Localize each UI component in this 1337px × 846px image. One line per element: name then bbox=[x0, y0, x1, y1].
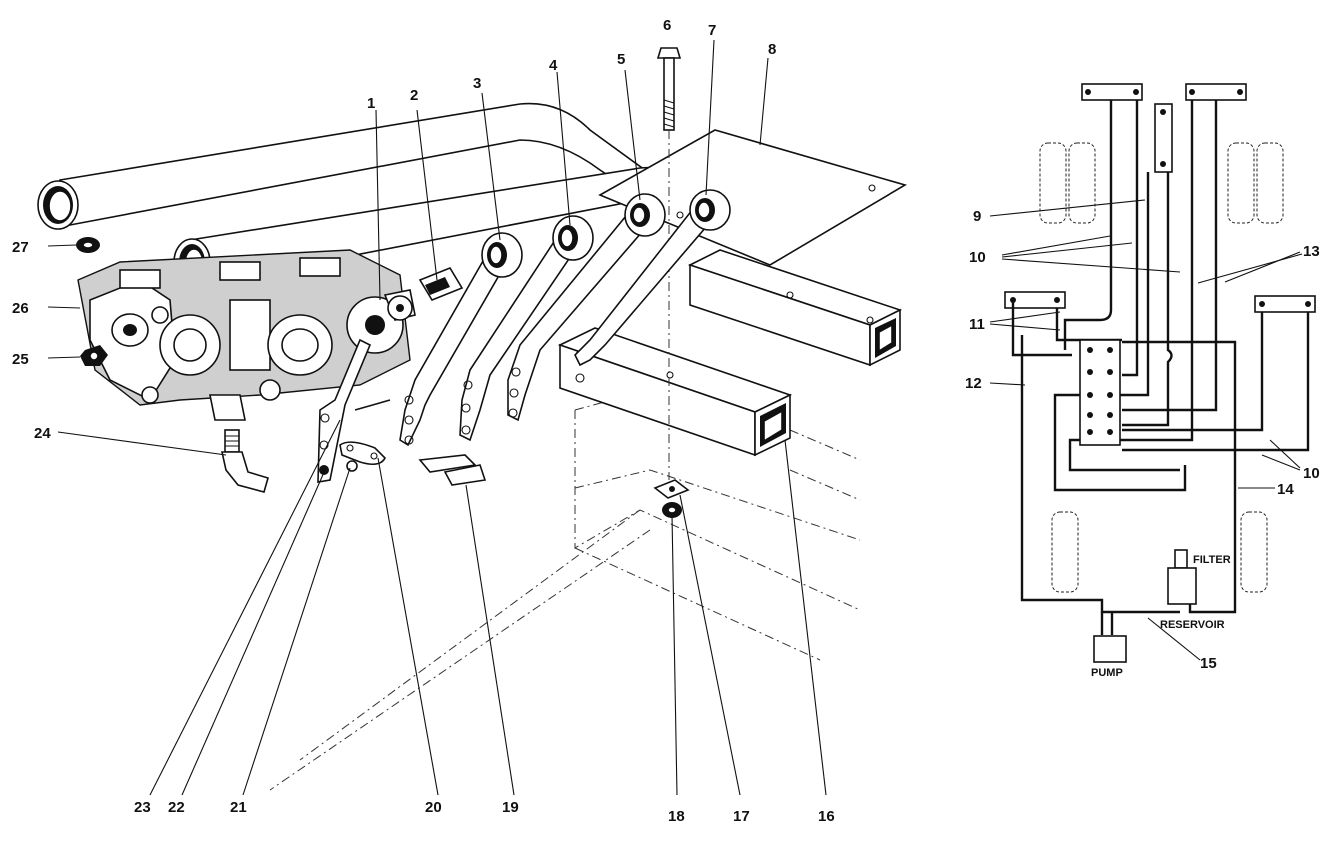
tire-outline bbox=[1051, 511, 1079, 593]
filter-label: FILTER bbox=[1193, 554, 1231, 566]
frame-phantom-lines bbox=[269, 394, 861, 791]
pump-box bbox=[1093, 635, 1127, 663]
tire-outline bbox=[1240, 511, 1268, 593]
part-callouts: 1 2 3 4 5 6 7 8 27 26 25 24 23 22 21 20 … bbox=[12, 17, 835, 825]
tire-outline bbox=[1068, 142, 1096, 224]
bolt bbox=[656, 47, 682, 480]
callout-24: 24 bbox=[34, 425, 51, 442]
callout-9: 9 bbox=[973, 208, 981, 225]
filter-cap bbox=[1174, 549, 1188, 569]
callout-20: 20 bbox=[425, 799, 442, 816]
callout-10-right: 10 bbox=[1303, 465, 1320, 482]
callout-13: 13 bbox=[1303, 243, 1320, 260]
callout-6: 6 bbox=[663, 17, 671, 34]
callout-4: 4 bbox=[549, 57, 558, 74]
callout-12: 12 bbox=[965, 375, 982, 392]
callout-18: 18 bbox=[668, 808, 685, 825]
cylinder-mid-right bbox=[1254, 295, 1316, 313]
reservoir-label: RESERVOIR bbox=[1160, 619, 1225, 631]
callout-23: 23 bbox=[134, 799, 151, 816]
callout-15: 15 bbox=[1200, 655, 1217, 672]
square-tube-front bbox=[557, 327, 793, 457]
mounting-plate bbox=[598, 129, 907, 266]
callout-19: 19 bbox=[502, 799, 519, 816]
callout-22: 22 bbox=[168, 799, 185, 816]
control-valve-block bbox=[1079, 339, 1121, 446]
lever-arm-3 bbox=[399, 232, 523, 447]
cylinder-center bbox=[1154, 103, 1173, 173]
cylinder-mid-left bbox=[1004, 291, 1066, 309]
washer bbox=[76, 237, 100, 253]
filter-body bbox=[1167, 567, 1197, 605]
elbow-fitting bbox=[221, 429, 269, 493]
callout-3: 3 bbox=[473, 75, 481, 92]
callout-10-top: 10 bbox=[969, 249, 986, 266]
callout-1: 1 bbox=[367, 95, 375, 112]
callout-16: 16 bbox=[818, 808, 835, 825]
callout-25: 25 bbox=[12, 351, 29, 368]
callout-14: 14 bbox=[1277, 481, 1294, 498]
callout-17: 17 bbox=[733, 808, 750, 825]
hydraulic-schematic: FILTER RESERVOIR PUMP 9 10 13 11 12 10 1… bbox=[965, 83, 1320, 679]
lever-arm-5 bbox=[507, 193, 666, 422]
callout-2: 2 bbox=[410, 87, 418, 104]
callout-21: 21 bbox=[230, 799, 247, 816]
clamp-bracket bbox=[653, 479, 690, 518]
control-valve-body bbox=[77, 249, 416, 421]
square-tube-rear bbox=[687, 249, 903, 367]
pump-label: PUMP bbox=[1091, 667, 1123, 679]
lever-arm-7 bbox=[574, 189, 731, 367]
lever-arm-4 bbox=[459, 215, 594, 442]
callout-26: 26 bbox=[12, 300, 29, 317]
callout-7: 7 bbox=[708, 22, 716, 39]
tire-outline bbox=[1227, 142, 1255, 224]
callout-11: 11 bbox=[969, 316, 985, 333]
callout-8: 8 bbox=[768, 41, 776, 58]
relief-fitting bbox=[418, 267, 464, 301]
nut bbox=[80, 345, 108, 366]
leader-lines bbox=[47, 39, 827, 796]
callout-27: 27 bbox=[12, 239, 29, 256]
callout-5: 5 bbox=[617, 51, 625, 68]
tire-outline bbox=[1256, 142, 1284, 224]
tire-outline bbox=[1039, 142, 1067, 224]
